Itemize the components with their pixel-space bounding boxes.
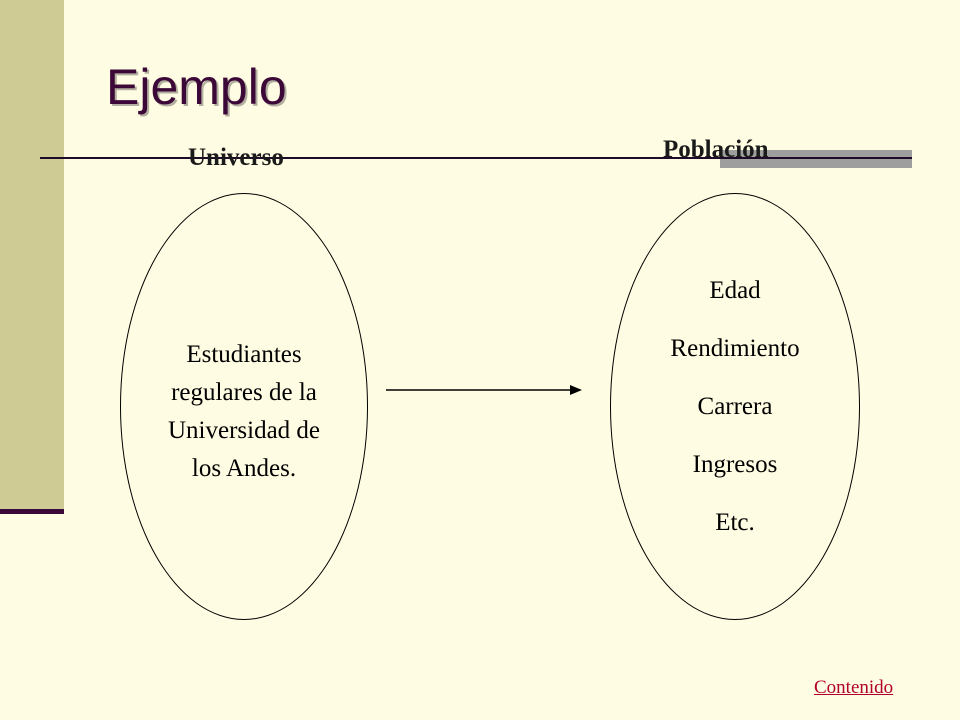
- sidebar-underline: [0, 509, 64, 514]
- decorative-sidebar: [0, 0, 64, 510]
- arrow-right-icon: [386, 385, 582, 395]
- universe-label: Universo: [188, 144, 284, 171]
- contenido-link[interactable]: Contenido: [814, 677, 894, 698]
- title-divider-line: [40, 157, 912, 159]
- universe-ellipse: Estudiantes regulares de la Universidad …: [120, 193, 368, 620]
- population-attribute-item: Edad: [709, 276, 761, 304]
- population-attribute-item: Carrera: [697, 392, 773, 420]
- population-label: Población: [663, 136, 769, 163]
- population-ellipse: Edad Rendimiento Carrera Ingresos Etc.: [610, 193, 860, 620]
- population-attribute-item: Rendimiento: [670, 334, 800, 362]
- decorative-gray-block: [720, 150, 912, 168]
- universe-description: Estudiantes regulares de la Universidad …: [167, 340, 321, 482]
- slide-title: Ejemplo: [106, 59, 287, 115]
- population-attribute-item: Ingresos: [692, 450, 778, 478]
- population-attribute-item: Etc.: [715, 508, 755, 536]
- population-attributes-list: Edad Rendimiento Carrera Ingresos Etc.: [670, 262, 799, 552]
